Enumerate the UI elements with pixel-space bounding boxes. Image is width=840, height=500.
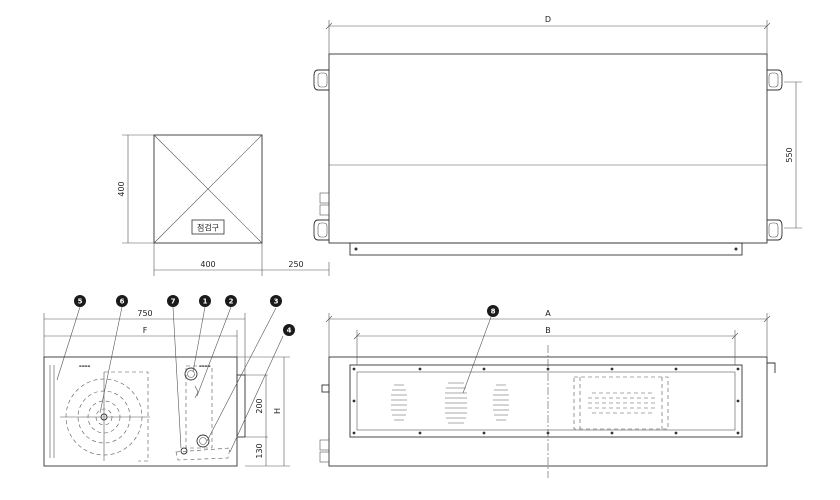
front-view: ▬▬▬▬ ▬▬▬▬ 750 F 200 130 H	[43, 306, 290, 467]
bottom-view: A B	[319, 309, 776, 478]
dim-f: F	[143, 326, 148, 335]
callout-6: 6	[116, 295, 128, 307]
callout-8: 8	[487, 305, 499, 317]
dim-d: D	[545, 15, 551, 24]
dim-h: H	[273, 408, 282, 414]
callout-5: 5	[74, 295, 86, 307]
svg-text:4: 4	[287, 327, 292, 335]
dim-250: 250	[288, 260, 303, 269]
svg-text:6: 6	[120, 298, 125, 306]
callout-4: 4	[283, 324, 295, 336]
inspection-port-view: 점검구 400 400 250	[117, 134, 330, 276]
dim-130: 130	[255, 443, 264, 458]
svg-text:▬▬▬▬: ▬▬▬▬	[79, 364, 91, 368]
dim-a: A	[545, 309, 551, 318]
svg-text:1: 1	[203, 298, 208, 306]
dim-200: 200	[255, 398, 264, 413]
callout-3: 3	[270, 295, 282, 307]
dim-750: 750	[137, 309, 152, 318]
inspection-port-label: 점검구	[197, 223, 219, 233]
callout-2: 2	[225, 295, 237, 307]
side-elevation-view: D 550	[313, 15, 802, 256]
callout-1: 1	[199, 295, 211, 307]
svg-text:▬▬▬▬: ▬▬▬▬	[199, 364, 211, 368]
svg-text:8: 8	[491, 308, 496, 316]
svg-text:3: 3	[274, 298, 279, 306]
dim-400-vertical: 400	[117, 181, 126, 196]
callout-7: 7	[167, 295, 179, 307]
svg-text:7: 7	[171, 298, 176, 306]
dim-550: 550	[785, 147, 794, 162]
svg-text:5: 5	[78, 298, 83, 306]
dim-b: B	[545, 326, 551, 335]
svg-text:2: 2	[229, 298, 234, 306]
dim-400-horizontal: 400	[200, 260, 215, 269]
